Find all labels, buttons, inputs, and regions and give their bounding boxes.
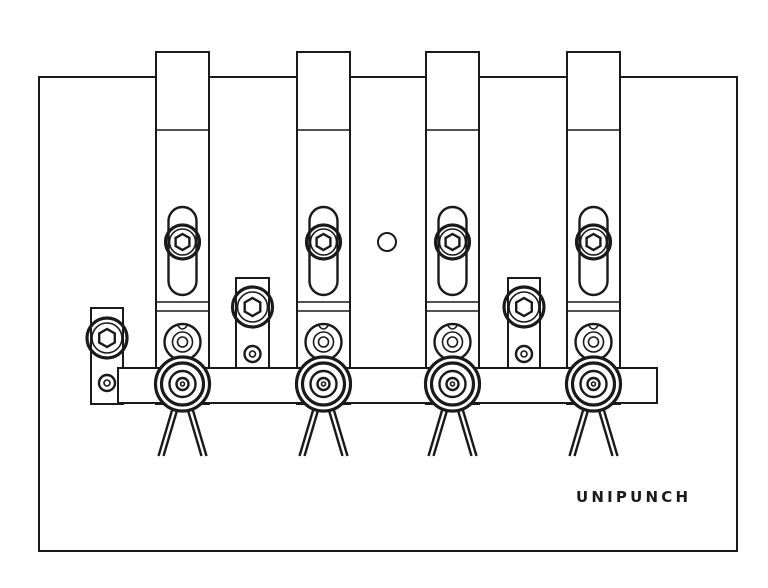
hex-socket-icon <box>444 232 461 252</box>
upper-bushing-inner <box>171 331 194 353</box>
lock-nut <box>85 316 129 360</box>
bushing-notch <box>446 324 459 330</box>
stripper-spring-leg <box>298 401 317 457</box>
guide-pin-hole <box>514 344 534 364</box>
punch-tip <box>445 376 460 392</box>
upper-bushing-inner <box>582 331 605 353</box>
lock-nut <box>230 285 275 329</box>
bushing-notch <box>317 324 330 330</box>
punch-bushing-2 <box>294 355 353 457</box>
hex-nut-icon <box>97 327 117 349</box>
cap-screw-head <box>574 223 613 261</box>
hex-socket-icon <box>174 232 191 252</box>
cap-screw-head <box>163 223 202 261</box>
hex-nut-icon <box>243 296 262 318</box>
punch-bushing-1 <box>153 355 212 457</box>
upper-bushing-core <box>446 336 459 348</box>
punch-bushing-ring <box>570 361 617 407</box>
punch-tip-center <box>449 381 456 387</box>
punch-bushing-ring <box>300 361 347 407</box>
guide-pin-center <box>248 350 257 358</box>
plate-locating-hole <box>377 232 397 252</box>
punch-bushing-ring <box>159 361 206 407</box>
bushing-notch <box>587 324 600 330</box>
punch-tip <box>316 376 331 392</box>
upper-bushing-core <box>317 336 330 348</box>
brand-label: UNIPUNCH <box>576 488 691 506</box>
stripper-spring-leg <box>600 401 619 457</box>
lock-nut-rim <box>91 322 123 354</box>
upper-bushing-core <box>587 336 600 348</box>
punch-holder-2 <box>296 51 351 405</box>
punch-bushing-3 <box>423 355 482 457</box>
stripper-spring-leg <box>459 401 478 457</box>
guide-pin-hole <box>243 344 262 364</box>
punch-bushing-ring <box>153 355 212 413</box>
stripper-spring-leg <box>157 401 176 457</box>
punch-tip-center <box>320 381 327 387</box>
punch-tip <box>586 376 601 392</box>
punch-bushing-group <box>153 355 623 457</box>
punch-bushing-ring <box>564 355 623 413</box>
punch-bushing-ring <box>309 369 338 399</box>
punch-holder-1 <box>155 51 210 405</box>
lock-nut-rim <box>508 291 540 323</box>
punch-bushing-ring <box>294 355 353 413</box>
guide-pin-hole <box>97 373 117 393</box>
guide-pin-center <box>520 350 528 358</box>
cap-screw-rim <box>579 228 608 256</box>
punch-bushing-ring <box>579 369 608 399</box>
cap-screw-head <box>304 223 343 261</box>
guide-block-2 <box>230 277 275 369</box>
punch-tip-center <box>179 381 186 387</box>
punch-holder-4 <box>566 51 621 405</box>
punch-tip <box>175 376 190 392</box>
punch-bushing-ring <box>423 355 482 413</box>
upper-bushing-core <box>176 336 189 348</box>
punch-bushing-ring <box>429 361 476 407</box>
punch-tip-center <box>590 381 597 387</box>
lock-nut-rim <box>236 291 269 323</box>
base-plate <box>38 76 738 552</box>
upper-bushing-inner <box>312 331 335 353</box>
stripper-spring-leg <box>189 401 208 457</box>
guide-block-3 <box>502 277 546 369</box>
hex-socket-icon <box>315 232 332 252</box>
stripper-spring-leg <box>568 401 587 457</box>
guide-pin-center <box>103 379 111 387</box>
bushing-notch <box>176 324 189 330</box>
punch-holder-3 <box>425 51 480 405</box>
hex-socket-icon <box>585 232 602 252</box>
cap-screw-rim <box>168 228 197 256</box>
punch-bushing-4 <box>564 355 623 457</box>
stripper-spring-leg <box>427 401 446 457</box>
stripper-spring-leg <box>330 401 349 457</box>
cap-screw-rim <box>438 228 467 256</box>
cap-screw-rim <box>309 228 338 256</box>
hex-nut-icon <box>515 296 533 318</box>
upper-bushing-inner <box>441 331 464 353</box>
lock-nut <box>502 285 546 329</box>
punch-bushing-ring <box>438 369 467 399</box>
cap-screw-head <box>433 223 472 261</box>
punch-bushing-ring <box>168 369 197 399</box>
